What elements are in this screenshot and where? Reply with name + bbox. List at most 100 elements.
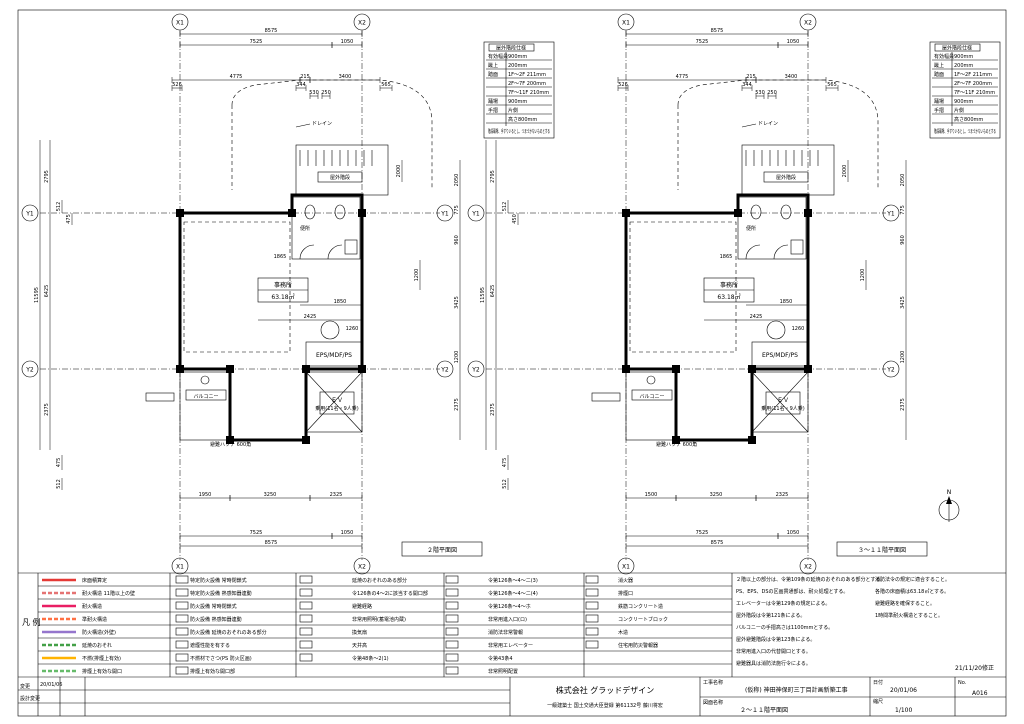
dimension-value: 1050	[787, 39, 800, 45]
legend-note: ２階以上の部分は、令第109条の延焼のおそれのある部分とする。	[736, 576, 885, 583]
legend-symbol	[445, 614, 459, 623]
door-swing	[327, 244, 343, 260]
dimension-value: 215	[300, 74, 310, 80]
dimension-value: 2325	[776, 492, 789, 498]
legend-note: 1時間準耐火構造とすること。	[875, 612, 943, 619]
spec-key: 有効幅員	[934, 53, 954, 60]
door-swing	[745, 244, 761, 260]
grid-bubble-label: Y2	[440, 367, 449, 374]
toilet-icon	[334, 204, 346, 220]
north-arrow-icon: N	[938, 489, 960, 522]
office-room	[183, 221, 291, 353]
grid-bubble-label: X2	[358, 20, 366, 27]
spec-value: 200mm	[508, 63, 527, 69]
grid-bubble	[436, 360, 454, 378]
outdoor-stair	[741, 144, 835, 196]
spec-title-box	[934, 43, 981, 52]
ev-sub-label: 乗用(11名・9人乗)	[315, 405, 358, 412]
grid-bubble	[799, 557, 817, 575]
legend-item: 住宅用防災警報器	[618, 642, 658, 649]
dimension-value: 1200	[860, 269, 866, 282]
legend-symbol	[299, 575, 313, 584]
legend-symbol	[445, 640, 459, 649]
column-mark	[288, 209, 296, 217]
legend-item: 排煙口	[618, 590, 633, 597]
legend-item: 令126条の4～2に該当する開口部	[352, 590, 428, 597]
dimension-value: 250	[321, 90, 331, 96]
dimension-value: 11595	[34, 287, 40, 303]
dimension-value: 1050	[787, 530, 800, 536]
column-mark	[748, 365, 756, 373]
eps-label: EPS/MDF/PS	[762, 352, 798, 359]
grid-bubble	[467, 204, 485, 222]
legend-symbol	[585, 588, 599, 597]
stair-outline	[677, 79, 879, 190]
company-sub: 一級建築士 国土交通大臣登録 第61132号 藤川将宏	[547, 702, 663, 709]
leader-line	[295, 123, 311, 128]
legend-symbol	[299, 601, 313, 610]
legend-symbol	[299, 614, 313, 623]
grid-bubble-label: X1	[622, 20, 630, 27]
dimension-value: 3400	[785, 74, 798, 80]
legend-item: コンクリートブロック	[618, 616, 668, 623]
column-mark	[226, 436, 234, 444]
drain-label: ドレイン	[312, 121, 332, 127]
tag-box	[591, 392, 621, 402]
ev-label-box	[319, 391, 355, 415]
spec-value: 2F～7F 200mm	[508, 81, 546, 87]
elevator-shaft	[305, 371, 363, 433]
toilet-room	[291, 196, 361, 260]
balcony	[625, 371, 677, 441]
grid-bubble-label: X2	[804, 20, 812, 27]
spec-value: 900mm	[508, 99, 527, 105]
grid-bubble	[436, 204, 454, 222]
elevator-cross	[751, 371, 809, 433]
grid-bubble-label: X1	[176, 20, 184, 27]
ev-label: ＥＶ	[777, 397, 789, 404]
legend-item: 鉄筋コンクリート造	[618, 603, 663, 610]
legend-item: 非常用エレベーター	[488, 642, 533, 649]
dimension-value: 1260	[346, 326, 359, 332]
legend-note: 非常用進入口の代替開口とする。	[736, 648, 811, 655]
legend-symbol	[175, 666, 189, 675]
column-mark	[804, 365, 812, 373]
drawing-name: ２～１１階平面図	[740, 706, 788, 714]
wc-label: 便所	[300, 225, 310, 232]
column-mark	[176, 365, 184, 373]
dimension-value: 775	[900, 205, 906, 215]
spec-value: 200mm	[954, 63, 973, 69]
svg-text:N: N	[947, 489, 952, 496]
revision-note: 21/11/20修正	[955, 664, 994, 672]
project-label: 工事名称	[703, 679, 723, 686]
legend-note: 避難経路を確保すること。	[875, 600, 935, 607]
legend-symbol	[585, 627, 599, 636]
dimension-value: 530	[755, 90, 765, 96]
dimension-value: 2000	[396, 165, 402, 178]
grid-bubble-label: Y2	[471, 367, 480, 374]
legend-item: 令第43条4	[488, 655, 513, 662]
dimension-value: 1850	[334, 299, 347, 305]
dimension-value: 1865	[274, 254, 287, 260]
dimension-value: 7525	[696, 39, 709, 45]
dimension-value: 2795	[490, 170, 496, 183]
legend-item: 防火設備 熱感知器連動	[190, 616, 242, 623]
grid-bubble	[617, 557, 635, 575]
dimension-value: 2375	[900, 398, 906, 411]
legend-item: 床面積算定	[82, 577, 107, 584]
dimension-value: 1050	[341, 39, 354, 45]
legend-symbol	[175, 627, 189, 636]
dimension-value: 565	[381, 82, 391, 88]
column-mark	[176, 209, 184, 217]
spec-value: 900mm	[508, 54, 527, 60]
dimension-value: 1500	[645, 492, 658, 498]
spec-value: 高さ800mm	[954, 116, 983, 123]
balcony-label-box	[185, 389, 227, 401]
dimension-value: 344	[742, 82, 752, 88]
dimension-value: 512	[56, 202, 62, 212]
dimension-value: 4775	[676, 74, 689, 80]
title-block: 変更 設計変更 20/01/06 株式会社 グラッドデザイン 一級建築士 国土交…	[18, 664, 1006, 716]
grid-bubble	[882, 204, 900, 222]
